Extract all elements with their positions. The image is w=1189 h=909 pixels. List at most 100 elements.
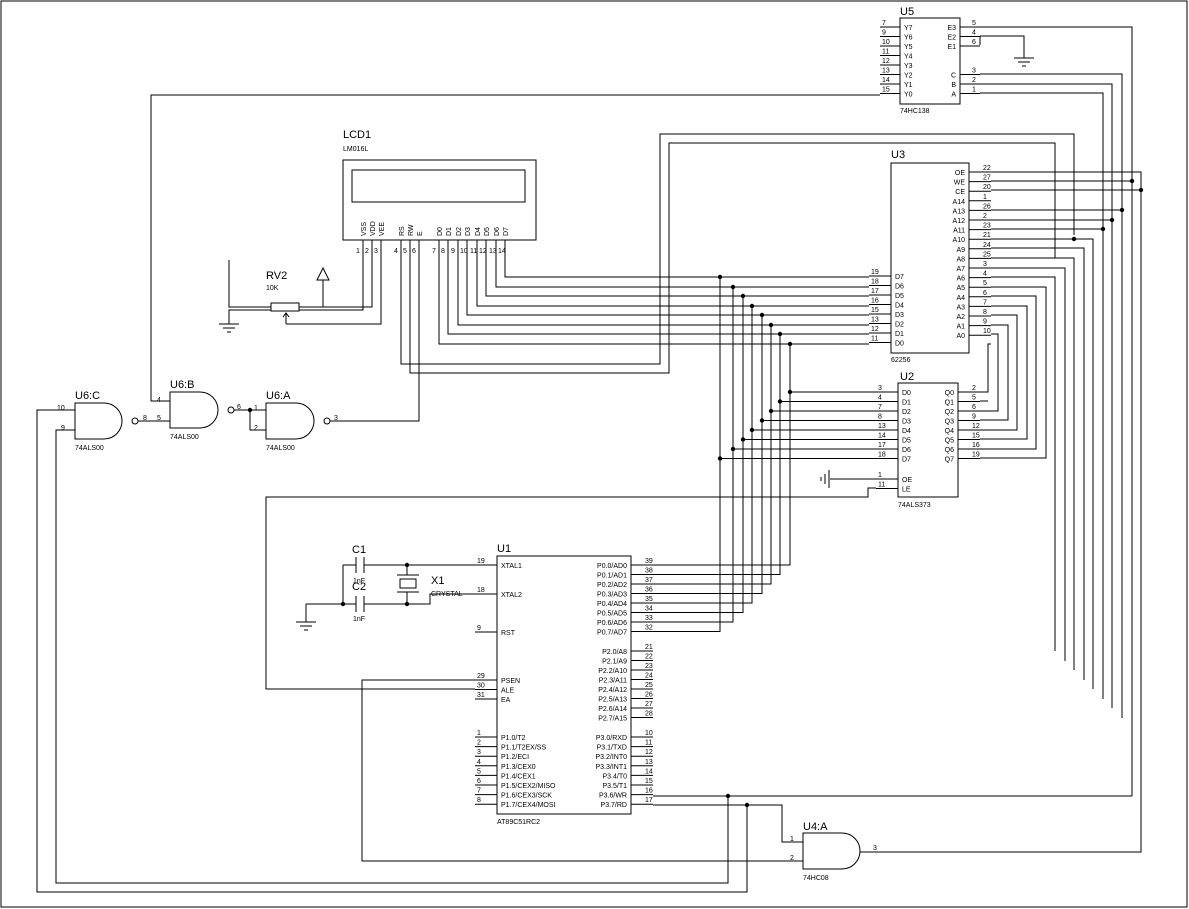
u1-pin-num: 9 — [477, 625, 481, 632]
u3-pin-num: 23 — [983, 223, 991, 230]
u6a-part: 74ALS00 — [266, 445, 295, 452]
u6c-pin-num: 10 — [57, 405, 65, 412]
u6a-ref: U6:A — [266, 390, 291, 402]
u5-body — [899, 17, 961, 105]
lcd1-pin-num: 3 — [374, 248, 378, 255]
junction-dot — [740, 437, 746, 442]
u6a-nand-gate[interactable]: U6:A 74ALS00 1 2 3 — [254, 390, 338, 452]
junction-dot — [404, 562, 410, 568]
u1-pin-label: P3.3/INT1 — [595, 764, 627, 771]
c2-capacitor[interactable]: C2 1nF — [352, 581, 366, 623]
u6a-pin-num: 2 — [254, 425, 258, 432]
junction-dot — [759, 312, 765, 318]
rv2-potentiometer[interactable]: RV2 10K — [266, 270, 300, 324]
wire — [858, 171, 1142, 853]
u3-ref: U3 — [891, 149, 905, 161]
lcd1-display[interactable]: LCD1 LM016L VSS1VDD2VEE3RS4RW5E6D07D18D2… — [342, 129, 537, 256]
u1-pin-label: P2.0/A8 — [602, 649, 627, 656]
u4a-ref: U4:A — [803, 821, 828, 833]
u2-pin-label: Q3 — [945, 419, 954, 426]
u2-pin-num: 19 — [972, 452, 980, 459]
u1-pin-label: P0.3/AD3 — [597, 592, 627, 599]
u3-pin-num: 15 — [871, 307, 879, 314]
junction-dot — [730, 284, 736, 290]
u2-pin-label: LE — [902, 487, 911, 494]
lcd1-pin-num: 12 — [479, 248, 487, 255]
u1-pin-num: 19 — [477, 558, 485, 565]
u2-pin-label: D2 — [902, 409, 911, 416]
u1-pin-num: 22 — [645, 654, 653, 661]
lcd1-pin-label: D4 — [475, 227, 482, 236]
wire — [991, 276, 1056, 651]
x1-crystal[interactable]: X1 CRYSTAL — [397, 574, 463, 598]
u2-pin-num: 15 — [972, 433, 980, 440]
u1-pin-num: 29 — [477, 673, 485, 680]
u6b-nand-gate[interactable]: U6:B 74ALS00 4 5 6 — [157, 379, 241, 441]
wire — [36, 409, 748, 893]
junction-dot — [749, 303, 755, 309]
u1-pin-num: 12 — [645, 749, 653, 756]
u4a-and-gate[interactable]: U4:A 74HC08 1 2 3 — [790, 821, 877, 882]
wire — [991, 247, 1085, 680]
u5-pin-label: E3 — [947, 25, 956, 32]
ground-symbols — [219, 57, 1034, 631]
u2-pin-label: Q7 — [945, 457, 954, 464]
u1-pin-num: 34 — [645, 606, 653, 613]
u6a-pin-num: 1 — [254, 405, 258, 412]
wire — [980, 92, 1104, 699]
u3-pin-label: WE — [954, 180, 966, 187]
wire — [653, 325, 772, 585]
u6c-part: 74ALS00 — [75, 445, 104, 452]
lcd1-pin-label: E — [417, 231, 424, 236]
c1-capacitor[interactable]: C1 1nF — [352, 544, 366, 585]
u1-pin-num: 30 — [477, 683, 485, 690]
u1-pin-num: 35 — [645, 596, 653, 603]
wires — [36, 26, 1142, 893]
wire — [653, 344, 791, 566]
wire — [406, 564, 475, 575]
junction-dot — [1071, 236, 1077, 242]
u3-pin-num: 16 — [871, 298, 879, 305]
u2-pin-num: 9 — [972, 414, 976, 421]
u5-pin-label: Y2 — [904, 73, 913, 80]
u1-pin-label: P2.7/A15 — [598, 716, 627, 723]
lcd1-pin-label: RS — [399, 226, 406, 236]
u1-pin-label: P0.1/AD1 — [597, 573, 627, 580]
u5-decoder[interactable]: U5 74HC138 7Y79Y610Y511Y412Y313Y214Y115Y… — [880, 6, 980, 115]
u1-pin-label: P3.2/INT0 — [595, 754, 627, 761]
u3-pin-num: 17 — [871, 288, 879, 295]
u1-pin-num: 23 — [645, 663, 653, 670]
u2-pin-num: 7 — [878, 404, 882, 411]
u6c-nand-gate[interactable]: U6:C 74ALS00 10 9 8 — [57, 390, 147, 452]
lcd1-pin-label: D1 — [446, 227, 453, 236]
u1-pin-num: 11 — [645, 740, 652, 747]
junction-dot — [744, 802, 750, 808]
u2-pin-num: 3 — [878, 385, 882, 392]
wire — [653, 287, 734, 623]
u1-pin-label: P1.0/T2 — [501, 735, 526, 742]
u1-pin-label: P1.3/CEX0 — [501, 764, 536, 771]
lcd1-pin-label: VSS — [361, 222, 368, 236]
u4a-pin-num: 3 — [873, 845, 877, 852]
u1-pin-label: XTAL2 — [501, 592, 522, 599]
u3-pin-num: 26 — [983, 203, 991, 210]
wire — [286, 256, 382, 325]
u5-pin-num: 9 — [882, 30, 886, 37]
u3-pin-num: 12 — [871, 326, 879, 333]
u1-pin-label: P1.1/T2EX/SS — [501, 745, 546, 752]
lcd1-pin-num: 9 — [451, 248, 455, 255]
u1-pin-num: 24 — [645, 673, 653, 680]
lcd1-pin-label: VDD — [370, 221, 377, 236]
u6a-body — [265, 402, 315, 440]
u2-latch[interactable]: U2 74ALS373 3D04D17D28D313D414D517D618D7… — [876, 371, 980, 509]
wire — [438, 256, 869, 345]
u3-sram[interactable]: U3 62256 22OE27WE20CE1A1426A132A1223A112… — [869, 149, 991, 364]
wire — [330, 256, 420, 422]
u1-microcontroller[interactable]: U1 AT89C51RC2 19XTAL118XTAL29RST29PSEN30… — [475, 543, 653, 826]
lcd1-pin-num: 4 — [394, 248, 398, 255]
u1-pin-num: 26 — [645, 692, 653, 699]
u3-pin-label: A2 — [956, 314, 965, 321]
junction-dot — [777, 331, 783, 337]
u5-pin-num: 7 — [882, 20, 886, 27]
